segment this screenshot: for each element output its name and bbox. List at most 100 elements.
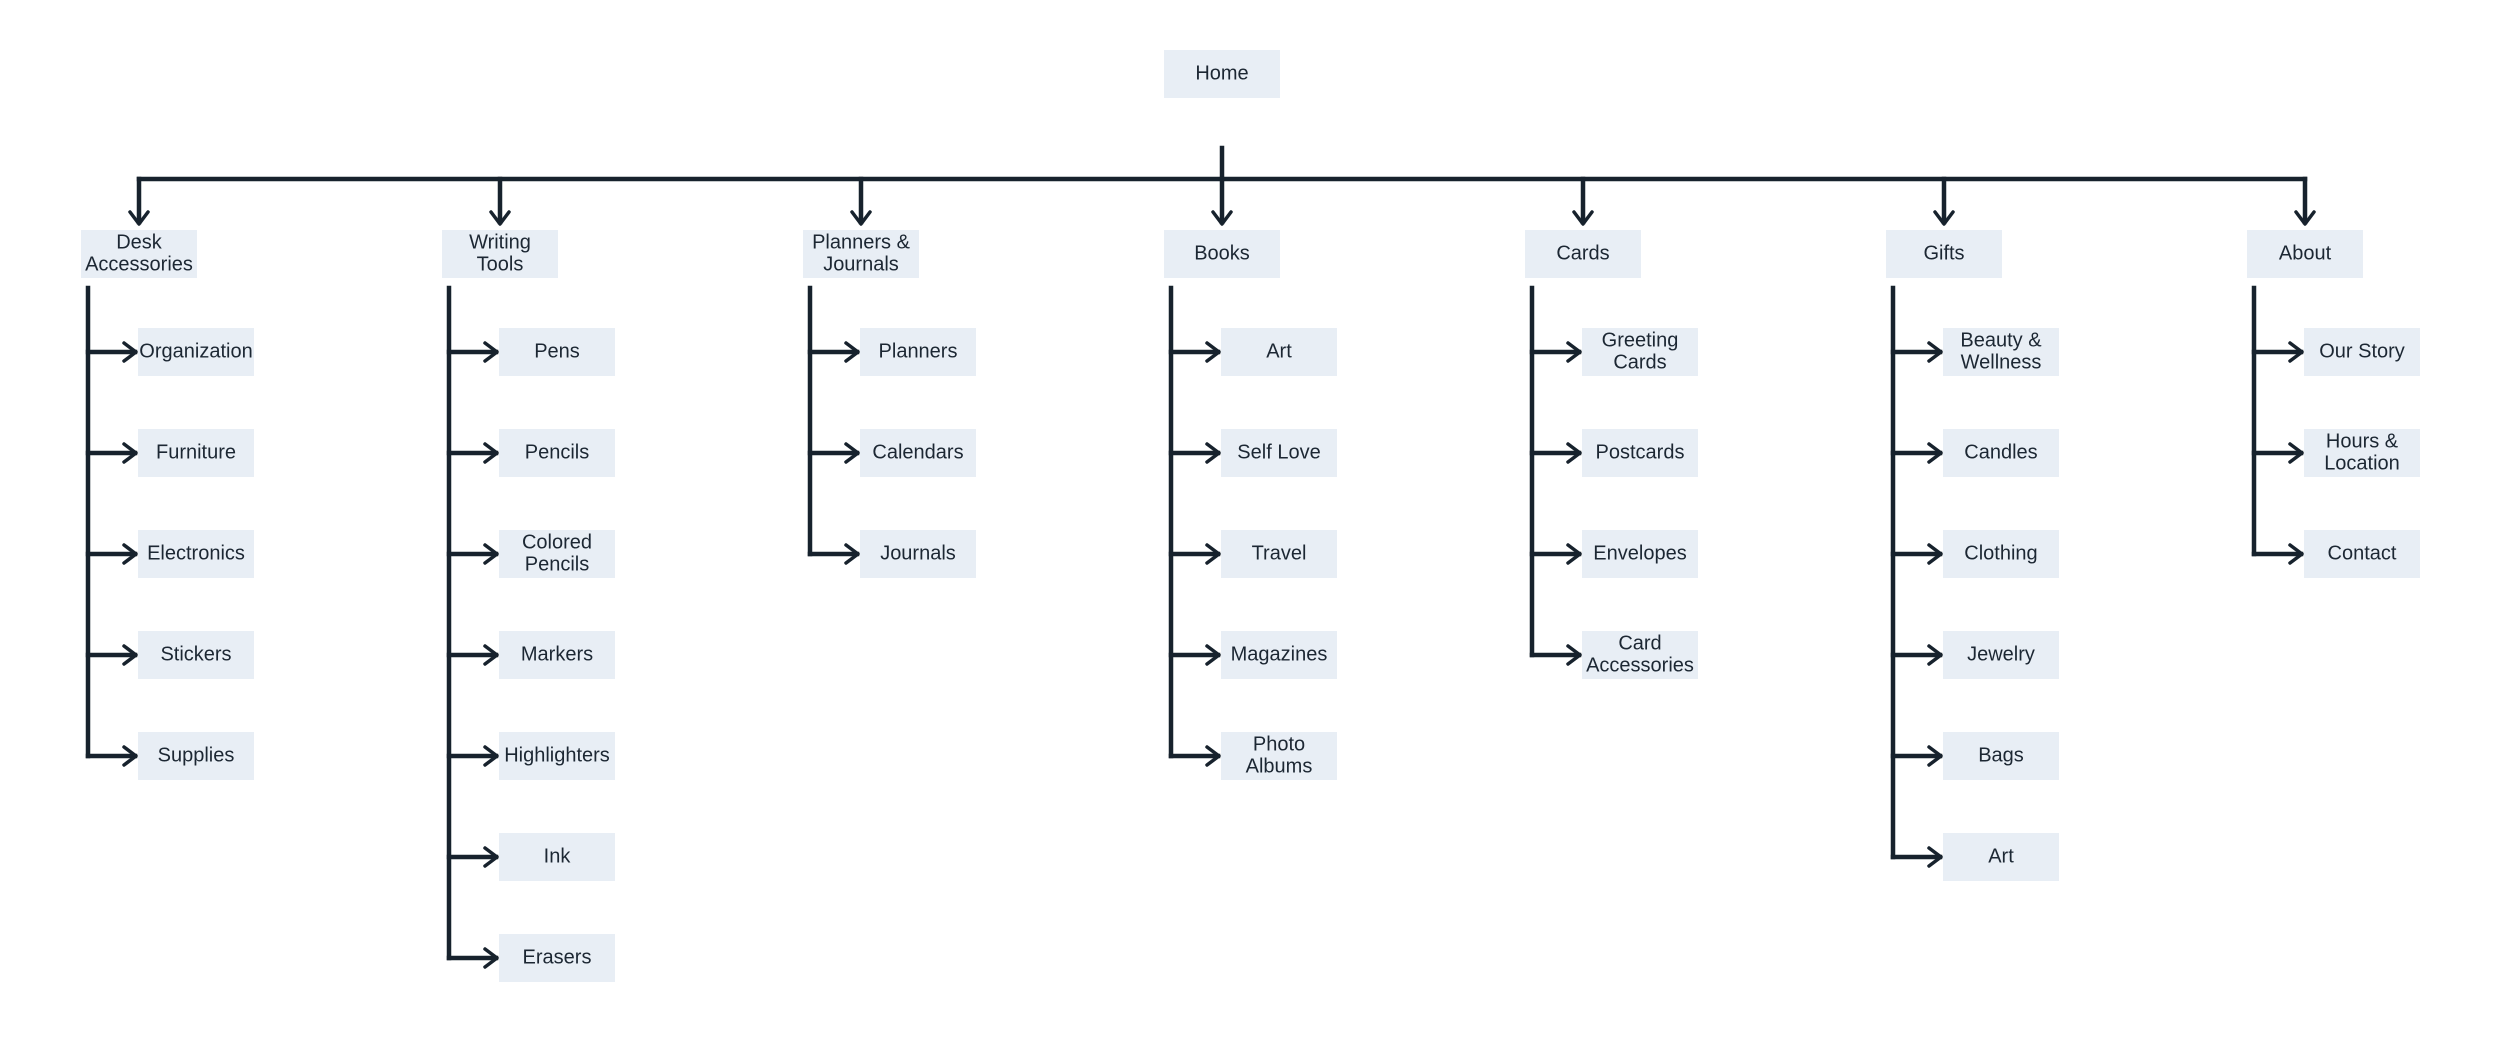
item-writing-tools-4[interactable]: Highlighters [499, 732, 615, 780]
root-node-label: Home [1195, 62, 1248, 84]
branch-arrow-writing-tools-1 [483, 442, 499, 464]
item-gifts-1[interactable]: Candles [1943, 429, 2059, 477]
section-cards[interactable]: Cards [1525, 230, 1641, 278]
item-cards-0-box [1582, 328, 1698, 376]
section-about[interactable]: About [2247, 230, 2363, 278]
item-desk-accessories-0-box [138, 328, 254, 376]
branch-arrow-desk-accessories-0 [122, 341, 138, 363]
item-writing-tools-3[interactable]: Markers [499, 631, 615, 679]
item-about-2-label: Contact [2328, 542, 2397, 564]
item-gifts-0-label: Wellness [1961, 351, 2042, 373]
item-desk-accessories-0[interactable]: Organization [138, 328, 254, 376]
item-planners-journals-0[interactable]: Planners [860, 328, 976, 376]
section-desk-accessories-box [81, 230, 197, 278]
item-writing-tools-5[interactable]: Ink [499, 833, 615, 881]
item-about-0[interactable]: Our Story [2304, 328, 2420, 376]
item-books-0-box [1221, 328, 1337, 376]
item-writing-tools-2-label: Pencils [525, 553, 589, 575]
item-writing-tools-6[interactable]: Erasers [499, 934, 615, 982]
item-planners-journals-2[interactable]: Journals [860, 530, 976, 578]
item-writing-tools-0[interactable]: Pens [499, 328, 615, 376]
branch-arrow-planners-journals-2 [844, 543, 860, 565]
item-planners-journals-0-label: Planners [879, 340, 958, 362]
root-node-home[interactable]: Home [1164, 50, 1280, 98]
item-books-1-box [1221, 429, 1337, 477]
item-books-0[interactable]: Art [1221, 328, 1337, 376]
section-writing-tools-label: Writing [469, 231, 531, 253]
branch-arrow-books-1 [1205, 442, 1221, 464]
item-gifts-2[interactable]: Clothing [1943, 530, 2059, 578]
item-books-2-label: Travel [1252, 542, 1307, 564]
item-desk-accessories-3-label: Stickers [160, 643, 231, 665]
item-gifts-3-label: Jewelry [1967, 643, 2035, 665]
item-books-3-label: Magazines [1231, 643, 1328, 665]
item-writing-tools-5-label: Ink [544, 845, 572, 867]
item-desk-accessories-2[interactable]: Electronics [138, 530, 254, 578]
item-planners-journals-2-label: Journals [880, 542, 956, 564]
section-books[interactable]: Books [1164, 230, 1280, 278]
item-writing-tools-4-box [499, 732, 615, 780]
item-writing-tools-1[interactable]: Pencils [499, 429, 615, 477]
section-planners-journals-label: Planners & [812, 231, 910, 253]
branch-arrow-planners-journals-0 [844, 341, 860, 363]
branch-arrow-gifts-5 [1927, 846, 1943, 868]
item-desk-accessories-1-box [138, 429, 254, 477]
item-books-2[interactable]: Travel [1221, 530, 1337, 578]
branch-arrow-about-1 [2288, 442, 2304, 464]
item-planners-journals-1[interactable]: Calendars [860, 429, 976, 477]
item-gifts-3[interactable]: Jewelry [1943, 631, 2059, 679]
branch-arrow-writing-tools-4 [483, 745, 499, 767]
item-writing-tools-4-label: Highlighters [504, 744, 610, 766]
section-desk-accessories-label: Desk [116, 231, 163, 253]
branch-arrow-desk-accessories-3 [122, 644, 138, 666]
item-books-3[interactable]: Magazines [1221, 631, 1337, 679]
item-planners-journals-1-box [860, 429, 976, 477]
item-about-1-box [2304, 429, 2420, 477]
branch-arrow-cards-2 [1566, 543, 1582, 565]
item-about-1-label: Location [2324, 452, 2400, 474]
item-writing-tools-3-box [499, 631, 615, 679]
item-gifts-4-label: Bags [1978, 744, 2024, 766]
item-planners-journals-0-box [860, 328, 976, 376]
item-books-1[interactable]: Self Love [1221, 429, 1337, 477]
item-desk-accessories-0-label: Organization [139, 340, 252, 362]
branch-arrow-desk-accessories-4 [122, 745, 138, 767]
branch-arrow-about-0 [2288, 341, 2304, 363]
item-cards-2[interactable]: Envelopes [1582, 530, 1698, 578]
item-gifts-0[interactable]: Beauty &Wellness [1943, 328, 2059, 376]
item-planners-journals-2-box [860, 530, 976, 578]
item-about-2[interactable]: Contact [2304, 530, 2420, 578]
branch-arrow-cards-3 [1566, 644, 1582, 666]
item-books-3-box [1221, 631, 1337, 679]
item-desk-accessories-3[interactable]: Stickers [138, 631, 254, 679]
section-gifts-label: Gifts [1923, 242, 1964, 264]
item-gifts-5[interactable]: Art [1943, 833, 2059, 881]
item-desk-accessories-4[interactable]: Supplies [138, 732, 254, 780]
item-cards-1[interactable]: Postcards [1582, 429, 1698, 477]
item-desk-accessories-3-box [138, 631, 254, 679]
item-writing-tools-6-label: Erasers [523, 946, 592, 968]
item-books-1-label: Self Love [1237, 441, 1320, 463]
item-about-1[interactable]: Hours &Location [2304, 429, 2420, 477]
drop-arrow-desk-accessories [128, 210, 150, 226]
section-about-box [2247, 230, 2363, 278]
section-planners-journals-box [803, 230, 919, 278]
drop-arrow-gifts [1933, 210, 1955, 226]
item-cards-2-box [1582, 530, 1698, 578]
item-gifts-4-box [1943, 732, 2059, 780]
section-writing-tools-box [442, 230, 558, 278]
item-writing-tools-0-label: Pens [534, 340, 580, 362]
branch-arrow-writing-tools-2 [483, 543, 499, 565]
item-desk-accessories-1[interactable]: Furniture [138, 429, 254, 477]
item-gifts-4[interactable]: Bags [1943, 732, 2059, 780]
item-gifts-2-box [1943, 530, 2059, 578]
section-gifts[interactable]: Gifts [1886, 230, 2002, 278]
item-gifts-5-label: Art [1988, 845, 2014, 867]
section-planners-journals[interactable]: Planners &Journals [803, 230, 919, 278]
